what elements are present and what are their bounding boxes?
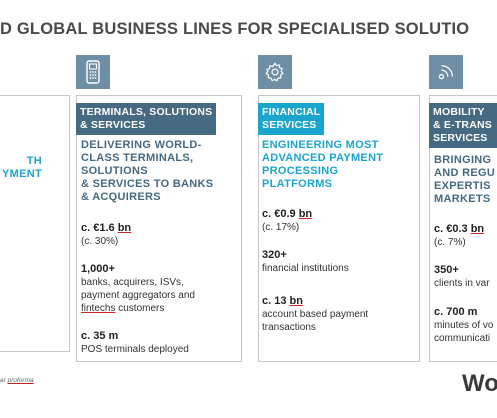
clients-desc-line: payment aggregators and [81, 290, 195, 301]
volume-block: c. 35 m POS terminals deployed [81, 329, 189, 356]
revenue-block: c. €0.9 bn (c. 17%) [262, 207, 312, 234]
headline-line: YMENT [2, 168, 42, 180]
headline-line: & ACQUIRERS [81, 191, 161, 203]
terminals-icon-box [76, 55, 110, 89]
tab-label-line: SERVICES [433, 132, 488, 144]
tab-label-line: & E-TRANS [433, 119, 492, 131]
business-line-card-financial [258, 95, 420, 362]
clients-block: 320+ financial institutions [262, 248, 349, 275]
volume-value: c. 35 m [81, 330, 119, 342]
volume-block: c. 700 m minutes of vo communicati [434, 305, 493, 345]
headline-line: SOLUTIONS [81, 165, 148, 177]
revenue-unit: bn [117, 222, 132, 234]
volume-value: c. 700 m [434, 306, 478, 318]
revenue-prefix: c. €0.9 [262, 208, 299, 220]
revenue-share: (c. 7%) [434, 237, 466, 248]
headline-line: TH [26, 155, 42, 167]
revenue-prefix: c. €1.6 [81, 222, 118, 234]
headline-line: AND REGU [434, 167, 496, 179]
tab-terminals-solutions-services[interactable]: TERMINALS, SOLUTIONS & SERVICES [76, 103, 217, 135]
tab-label-line: MOBILITY [433, 106, 485, 118]
tab-label-line: TERMINALS, SOLUTIONS [80, 106, 213, 118]
customers-word: customers [115, 303, 165, 314]
volume-prefix: c. 13 [262, 295, 290, 307]
revenue-block: c. €1.6 bn (c. 30%) [81, 221, 131, 248]
card-headline: DELIVERING WORLD- CLASS TERMINALS, SOLUT… [81, 139, 213, 204]
clients-value: 1,000+ [81, 263, 115, 275]
tab-label-line: & SERVICES [80, 119, 146, 131]
clients-block: 350+ clients in var [434, 263, 490, 290]
revenue-value: c. €0.3 bn [434, 222, 484, 236]
revenue-block: c. €0.3 bn (c. 7%) [434, 222, 484, 249]
headline-line: PROCESSING [262, 165, 339, 177]
volume-block: c. 13 bn account based payment transacti… [262, 294, 368, 334]
revenue-unit: bn [470, 223, 485, 235]
volume-unit: bn [289, 295, 303, 307]
headline-line: ENGINEERING MOST [262, 139, 379, 151]
revenue-value: c. €0.9 bn [262, 207, 312, 221]
clients-value: 350+ [434, 264, 459, 276]
clients-value: 320+ [262, 249, 287, 261]
headline-line: PLATFORMS [262, 178, 333, 190]
business-line-card-payment [0, 95, 70, 352]
card-headline: TH YMENT [0, 155, 42, 181]
revenue-value: c. €1.6 bn [81, 221, 131, 235]
tab-mobility-e-transactional-services[interactable]: MOBILITY & E-TRANS SERVICES [429, 103, 497, 148]
clients-desc: clients in var [434, 278, 490, 289]
tab-label-line: FINANCIAL [262, 106, 321, 118]
card-headline: BRINGING AND REGU EXPERTIS MARKETS [434, 154, 495, 206]
volume-desc-line: transactions [262, 322, 316, 333]
financial-icon-box [258, 55, 292, 89]
wireless-signal-icon [438, 64, 454, 80]
headline-line: MARKETS [434, 193, 491, 205]
headline-line: EXPERTIS [434, 180, 491, 192]
gear-icon [265, 62, 284, 82]
page-title: D GLOBAL BUSINESS LINES FOR SPECIALISED … [0, 20, 470, 38]
tab-label-line: SERVICES [262, 119, 317, 131]
revenue-share: (c. 30%) [81, 236, 119, 247]
volume-desc-line: account based payment [262, 309, 369, 320]
revenue-share: (c. 17%) [262, 222, 300, 233]
headline-line: BRINGING [434, 154, 492, 166]
footnote-prefix: ar [0, 377, 8, 384]
clients-desc-line: banks, acquirers, ISVs, [81, 277, 184, 288]
revenue-unit: bn [298, 208, 313, 220]
pos-terminal-icon [86, 60, 100, 84]
headline-line: & SERVICES TO BANKS [81, 178, 214, 190]
fintechs-word: fintechs [81, 303, 116, 314]
footnote-proforma: proforma [7, 377, 34, 384]
volume-desc-line: minutes of vo [434, 320, 494, 331]
revenue-prefix: c. €0.3 [434, 223, 471, 235]
clients-block: 1,000+ banks, acquirers, ISVs, payment a… [81, 262, 195, 315]
volume-desc-line: communicati [434, 333, 491, 344]
clients-desc-line: fintechs customers [81, 302, 195, 315]
tab-financial-services[interactable]: FINANCIAL SERVICES [258, 103, 325, 135]
clients-desc: financial institutions [262, 263, 349, 274]
company-logo: Wo [462, 370, 497, 397]
business-line-card-terminals [76, 95, 242, 362]
volume-desc: POS terminals deployed [81, 344, 189, 355]
headline-line: ADVANCED PAYMENT [262, 152, 384, 164]
headline-line: CLASS TERMINALS, [81, 152, 194, 164]
footnote: ar proforma [0, 377, 34, 384]
volume-value: c. 13 bn [262, 294, 368, 308]
mobility-icon-box [429, 55, 463, 89]
headline-line: DELIVERING WORLD- [81, 139, 202, 151]
card-headline: ENGINEERING MOST ADVANCED PAYMENT PROCES… [262, 139, 383, 191]
